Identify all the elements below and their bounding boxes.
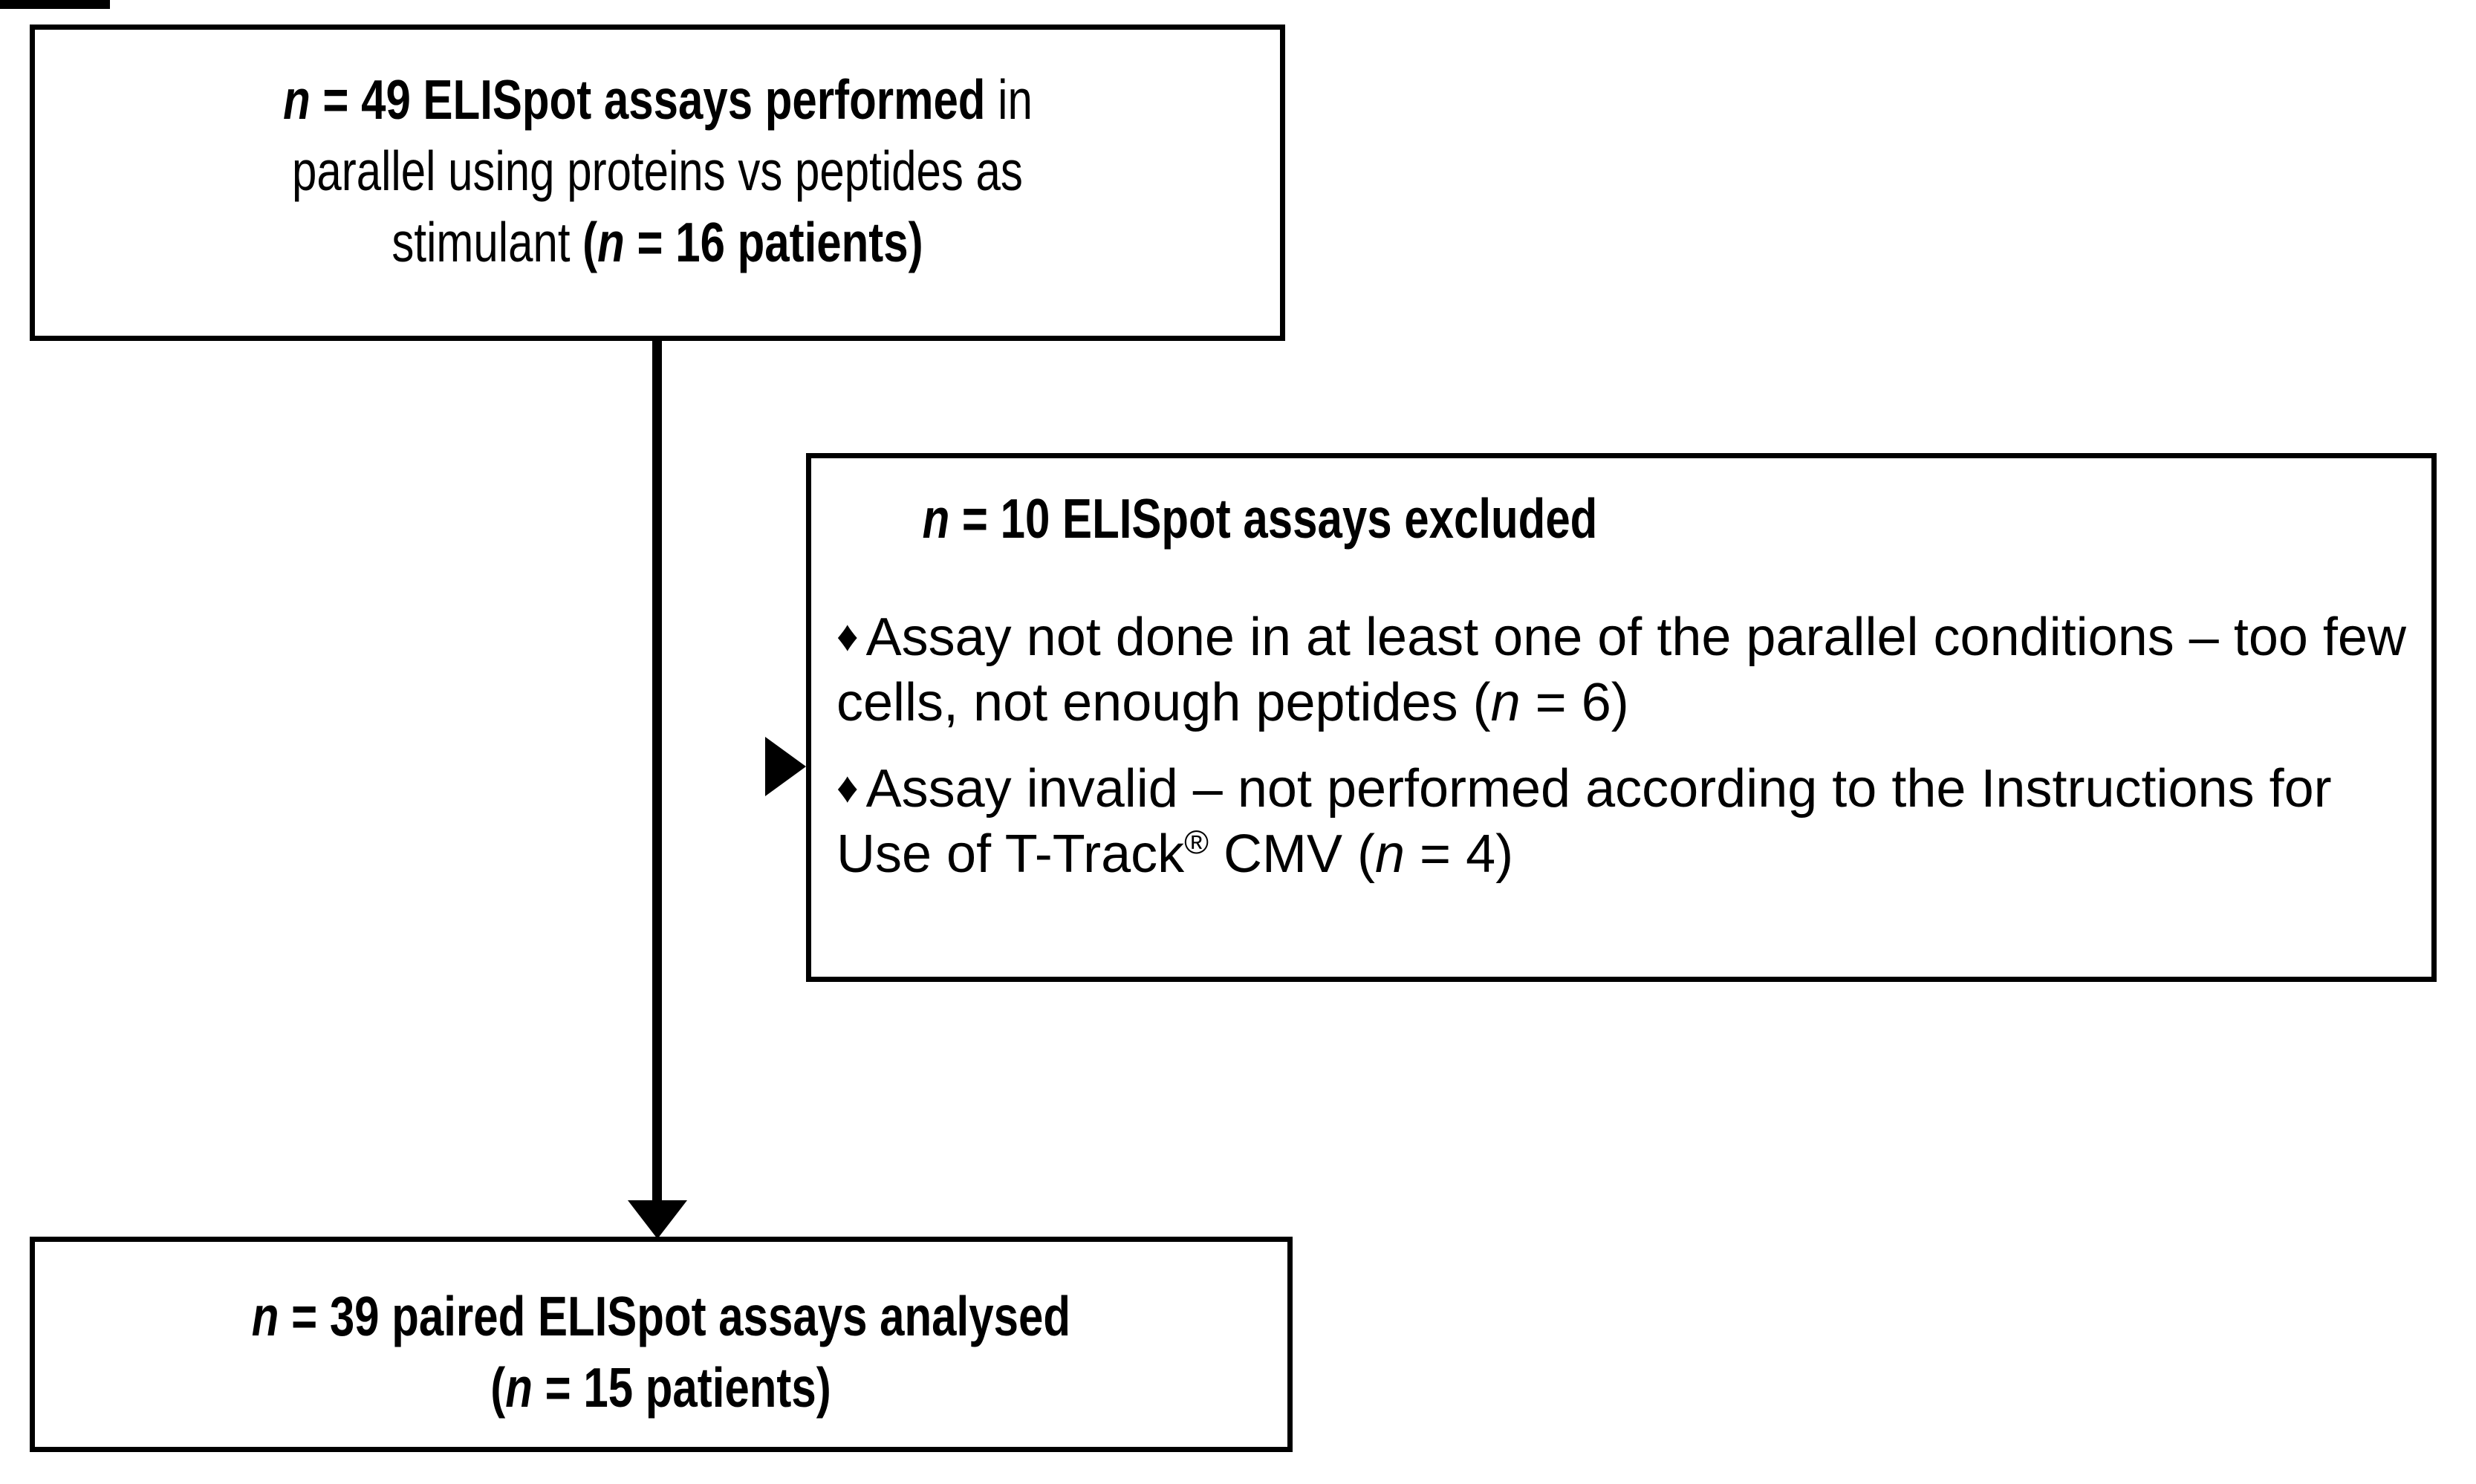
node-assays-performed-text: n = 49 ELISpot assays performed in paral… bbox=[35, 64, 1280, 278]
analysed-line-1: n = 39 paired ELISpot assays analysed bbox=[35, 1280, 1287, 1352]
analysed-line-2: (n = 15 patients) bbox=[35, 1352, 1287, 1423]
excluded-bullet-2-text-mid: CMV ( bbox=[1209, 824, 1375, 884]
analysed-line-2-paren: ( bbox=[490, 1356, 506, 1419]
connector-horizontal-line bbox=[0, 0, 110, 9]
registered-trademark-icon: ® bbox=[1184, 824, 1209, 861]
enrolled-line-3: stimulant (n = 16 patients) bbox=[35, 206, 1280, 278]
excluded-bullet-item: ♦Assay not done in at least one of the p… bbox=[836, 604, 2411, 735]
analysed-line-1-rest: = 39 paired ELISpot assays analysed bbox=[279, 1285, 1071, 1347]
analysed-n-symbol: n bbox=[251, 1285, 279, 1347]
enrolled-line-3-bold: = 16 patients) bbox=[624, 211, 923, 273]
excluded-bullet-1-count: = 6) bbox=[1520, 673, 1629, 732]
diamond-bullet-icon: ♦ bbox=[836, 612, 859, 660]
enrolled-line-1-regular: in bbox=[985, 68, 1033, 131]
node-assays-analysed-text: n = 39 paired ELISpot assays analysed (n… bbox=[35, 1280, 1287, 1423]
enrolled-line-1: n = 49 ELISpot assays performed in bbox=[35, 64, 1280, 135]
excluded-bullet-item: ♦Assay invalid – not performed according… bbox=[836, 755, 2411, 887]
enrolled-line-2-text: parallel using proteins vs peptides as bbox=[292, 140, 1023, 202]
node-assays-analysed: n = 39 paired ELISpot assays analysed (n… bbox=[30, 1237, 1293, 1452]
analysed-line-2-rest: = 15 patients) bbox=[533, 1356, 832, 1419]
arrowhead-right-icon bbox=[765, 737, 806, 796]
enrolled-line-3-paren: ( bbox=[582, 211, 598, 273]
excluded-bullet-1-text: Assay not done in at least one of the pa… bbox=[836, 608, 2406, 732]
excluded-bullet-1-n-symbol: n bbox=[1490, 673, 1521, 732]
excluded-bullet-2-count: = 4) bbox=[1405, 824, 1514, 884]
enrolled-line-1-bold: = 49 ELISpot assays performed bbox=[310, 68, 986, 131]
enrolled-line-2: parallel using proteins vs peptides as bbox=[35, 135, 1280, 206]
node-assays-excluded: n = 10 ELISpot assays excluded ♦Assay no… bbox=[806, 453, 2437, 982]
excluded-heading-rest: = 10 ELISpot assays excluded bbox=[949, 487, 1598, 550]
excluded-heading: n = 10 ELISpot assays excluded bbox=[838, 486, 1682, 550]
enrolled-n-symbol: n bbox=[282, 68, 311, 131]
connector-vertical-line bbox=[652, 339, 662, 1203]
diamond-bullet-icon: ♦ bbox=[836, 764, 859, 812]
excluded-bullet-2-text: Assay invalid – not performed according … bbox=[836, 759, 2332, 884]
node-assays-performed: n = 49 ELISpot assays performed in paral… bbox=[30, 25, 1285, 341]
excluded-n-symbol: n bbox=[922, 487, 950, 550]
enrolled-line-3-regular: stimulant bbox=[391, 211, 583, 273]
analysed-patients-n-symbol: n bbox=[505, 1356, 533, 1419]
arrowhead-down-icon bbox=[628, 1200, 687, 1239]
enrolled-patients-n-symbol: n bbox=[597, 211, 625, 273]
excluded-bullet-2-n-symbol: n bbox=[1374, 824, 1406, 884]
